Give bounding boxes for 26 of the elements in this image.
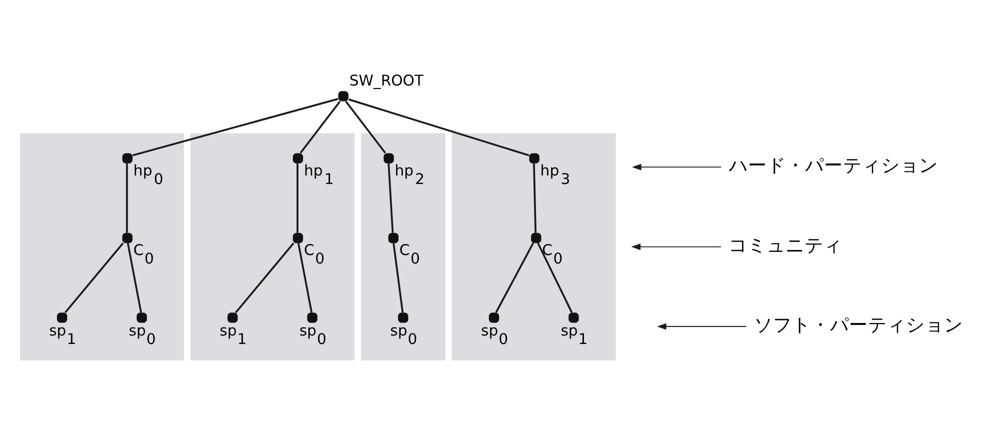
cluster: [20, 133, 184, 360]
connector: [64, 242, 124, 314]
connector: [495, 242, 534, 313]
connector: [300, 100, 341, 154]
cluster: [190, 133, 354, 360]
cluster: [360, 133, 446, 360]
node-text: ソフト・パーティション: [754, 315, 963, 336]
connector: [126, 242, 142, 313]
connector: [388, 163, 394, 233]
node-text: コミュニティ: [728, 235, 842, 256]
node-text: ハード・パーティション: [728, 156, 938, 177]
connector: [235, 242, 294, 314]
arrow: [657, 323, 747, 330]
connector: [392, 242, 404, 313]
connector: [296, 163, 298, 233]
connector: [537, 242, 573, 313]
arrow: [631, 244, 722, 250]
arrow: [632, 164, 722, 170]
connector: [345, 100, 386, 154]
connector: [126, 163, 128, 233]
cluster: [452, 133, 616, 360]
connector: [297, 242, 313, 313]
node-label: SW_ROOT: [349, 72, 424, 90]
connector: [132, 98, 338, 156]
connector: [348, 98, 530, 156]
connector: [533, 163, 537, 233]
